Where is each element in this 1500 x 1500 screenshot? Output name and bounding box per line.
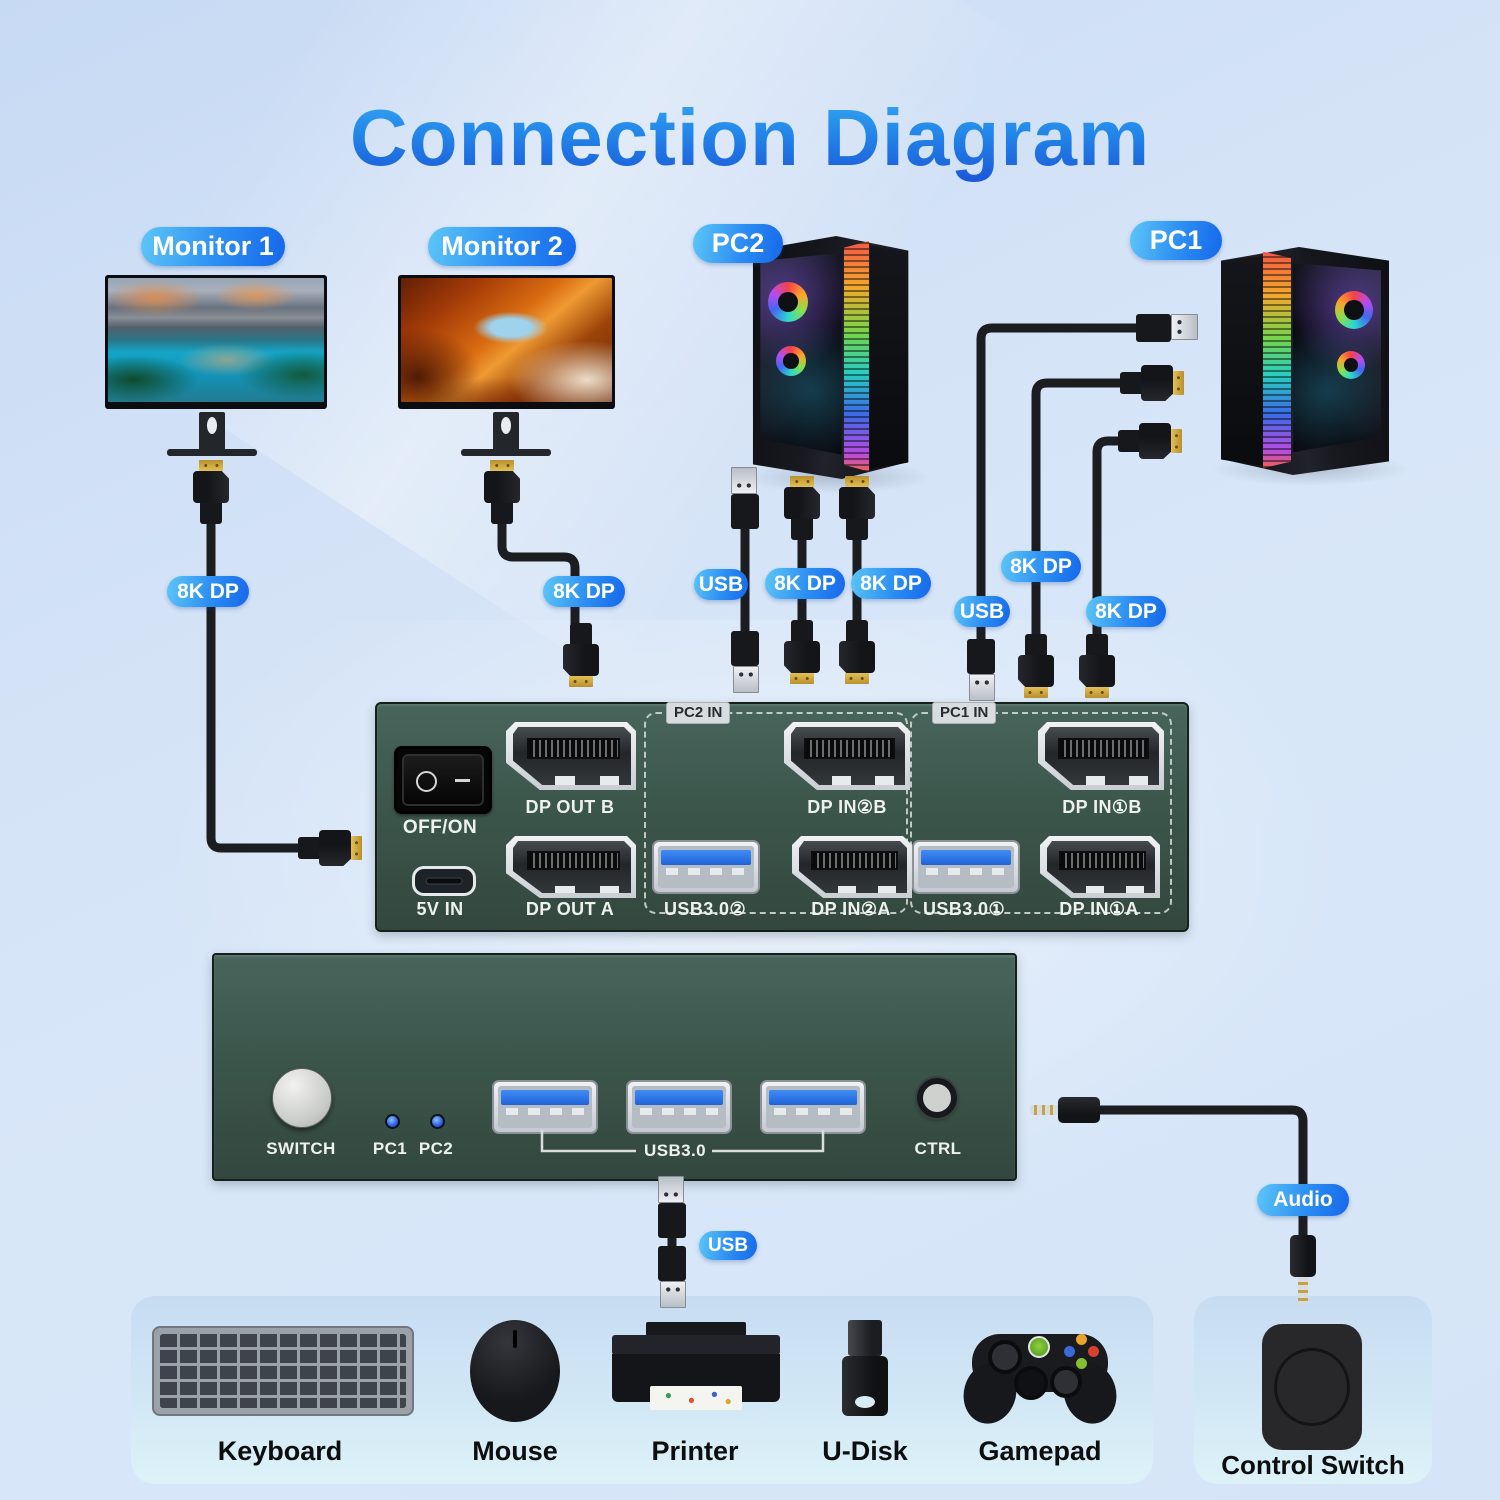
monitor1-frame	[105, 275, 327, 409]
udisk-label: U-Disk	[822, 1436, 908, 1466]
pc1-usb-plug-device-end	[967, 639, 995, 701]
pc1-badge: PC1	[1130, 221, 1222, 260]
monitor2-dp-plug-device-end	[563, 623, 599, 687]
peripheral-usb-cable-label: USB	[699, 1231, 757, 1260]
pc2-dp-plug-a-top	[839, 476, 875, 540]
pc2-dp-plug-a-bottom	[839, 620, 875, 684]
udisk-icon	[838, 1320, 894, 1418]
audio-jack-switch-end	[1290, 1235, 1316, 1309]
front-usb3-port-1	[492, 1080, 598, 1134]
pc2-dp-b-cable-label: 8K DP	[765, 568, 845, 599]
power-switch-label: OFF/ON	[402, 817, 478, 838]
pc2-dp-a-cable-label: 8K DP	[851, 568, 931, 599]
printer-icon	[612, 1322, 780, 1414]
pc2-led	[430, 1114, 445, 1129]
pc2-badge: PC2	[693, 224, 783, 263]
monitor1-cable-label: 8K DP	[167, 576, 249, 607]
power-rocker-switch	[394, 746, 492, 814]
pc2-tower	[740, 236, 925, 479]
gamepad-label: Gamepad	[978, 1436, 1102, 1466]
monitor2-dp-plug	[484, 460, 520, 524]
front-usb3-port-3	[760, 1080, 866, 1134]
front-usb3-port-2	[626, 1080, 732, 1134]
power-5v-port	[412, 866, 476, 896]
monitor2-base	[461, 449, 551, 456]
switch-button	[272, 1068, 332, 1128]
dp-out-a-label: DP OUT A	[525, 899, 615, 919]
peripheral-usb-plug-top	[658, 1176, 686, 1238]
monitor1-base	[167, 449, 257, 456]
usb3-1-port	[912, 840, 1020, 894]
ctrl-button-label: CTRL	[914, 1139, 962, 1158]
pc1-dp-plug-b-pc-end	[1120, 365, 1184, 401]
usb3-1-label: USB3.0①	[923, 899, 1005, 919]
monitor2-badge: Monitor 2	[428, 227, 576, 266]
ctrl-button	[917, 1078, 957, 1118]
keyboard-label: Keyboard	[217, 1436, 343, 1466]
pc2-in-group-box	[644, 712, 908, 914]
peripheral-usb-plug-bottom	[658, 1246, 686, 1308]
keyboard-icon	[152, 1326, 414, 1416]
switch-button-label: SWITCH	[266, 1139, 336, 1158]
pc2-usb-plug-top	[731, 467, 759, 529]
dp-in-2a-label: DP IN②A	[811, 899, 891, 919]
monitor1-stand	[199, 412, 225, 450]
monitor1-badge: Monitor 1	[141, 227, 285, 266]
pc1-in-group-box	[910, 712, 1172, 914]
control-switch-label: Control Switch	[1221, 1450, 1405, 1480]
usb3-2-label: USB3.0②	[664, 899, 746, 919]
control-switch-icon	[1262, 1324, 1362, 1450]
front-usb3-group-label: USB3.0	[644, 1141, 706, 1160]
dp-out-b-label: DP OUT B	[525, 797, 615, 817]
monitor2-stand	[493, 412, 519, 450]
monitor1-screen	[108, 278, 324, 402]
pc2-rgb-strip	[843, 240, 870, 472]
pc1-usb-plug-pc-end	[1136, 314, 1198, 342]
pc1-dp-plug-a-pc-end	[1118, 423, 1182, 459]
pc1-usb-cable-label: USB	[954, 596, 1010, 627]
monitor1-dp-plug	[193, 460, 229, 524]
dp-in-1b-label: DP IN①B	[1062, 797, 1142, 817]
pc1-dp-a-cable-label: 8K DP	[1086, 596, 1166, 627]
dp-in-2b-label: DP IN②B	[807, 797, 887, 817]
gamepad-icon	[956, 1318, 1124, 1430]
page-title: Connection Diagram	[0, 92, 1500, 184]
pc2-usb-plug-bottom	[731, 631, 759, 693]
mouse-label: Mouse	[472, 1436, 558, 1466]
dp-in-2a-port	[792, 836, 912, 898]
pc2-dp-plug-b-top	[784, 476, 820, 540]
dp-out-a-port	[506, 836, 636, 898]
mouse-icon	[470, 1320, 560, 1422]
dp-out-b-port	[506, 722, 636, 790]
audio-cable-label: Audio	[1257, 1184, 1349, 1216]
pc1-rgb-strip	[1263, 252, 1291, 469]
usb3-2-port	[652, 840, 760, 894]
audio-jack-device-end	[1026, 1097, 1100, 1123]
pc1-led-label: PC1	[372, 1139, 408, 1158]
dp-in-1a-port	[1040, 836, 1160, 898]
pc1-dp-plug-b-device-end	[1018, 634, 1054, 698]
pc1-dp-plug-a-device-end	[1079, 634, 1115, 698]
dp-in-1a-label: DP IN①A	[1059, 899, 1139, 919]
dp-in-1b-port	[1038, 722, 1164, 790]
pc2-usb-cable-label: USB	[694, 569, 748, 600]
dp-in-2b-port	[784, 722, 910, 790]
monitor2-frame	[398, 275, 615, 409]
monitor2-screen	[401, 278, 612, 402]
printer-label: Printer	[651, 1436, 739, 1466]
monitor2-cable-label: 8K DP	[543, 576, 625, 607]
monitor1-dp-plug-device-end	[298, 830, 362, 866]
pc2-in-group-chip: PC2 IN	[666, 702, 731, 724]
power-5v-label: 5V IN	[416, 899, 464, 919]
pc1-tower	[1203, 247, 1403, 475]
pc2-led-label: PC2	[418, 1139, 454, 1158]
pc1-dp-b-cable-label: 8K DP	[1001, 551, 1081, 582]
pc1-in-group-chip: PC1 IN	[932, 702, 997, 724]
pc1-led	[385, 1114, 400, 1129]
pc2-dp-plug-b-bottom	[784, 620, 820, 684]
